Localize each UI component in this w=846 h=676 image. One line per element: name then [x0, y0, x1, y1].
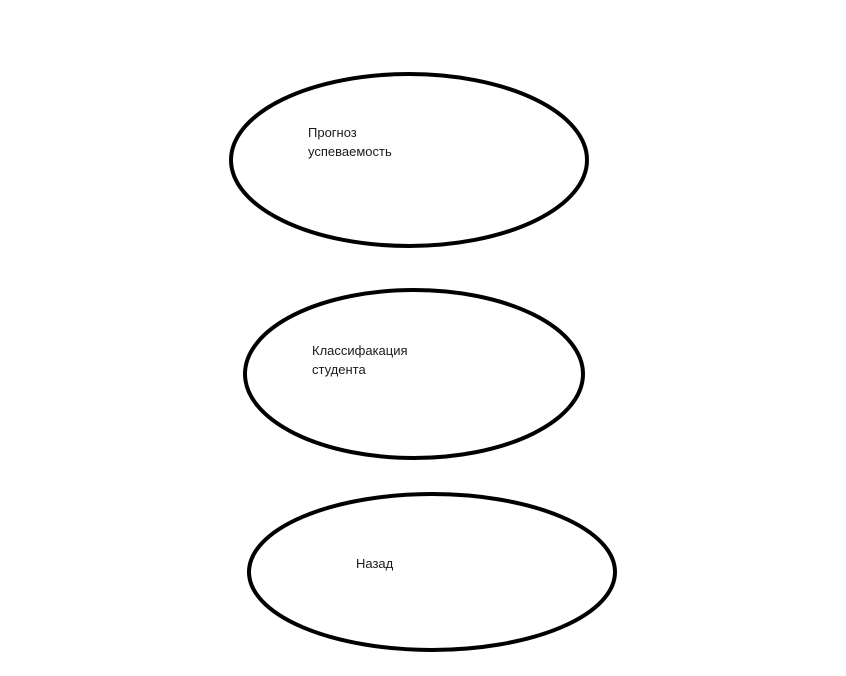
back-button[interactable] [247, 492, 617, 652]
classify-student-button[interactable] [243, 288, 585, 460]
forecast-performance-button[interactable] [229, 72, 589, 248]
